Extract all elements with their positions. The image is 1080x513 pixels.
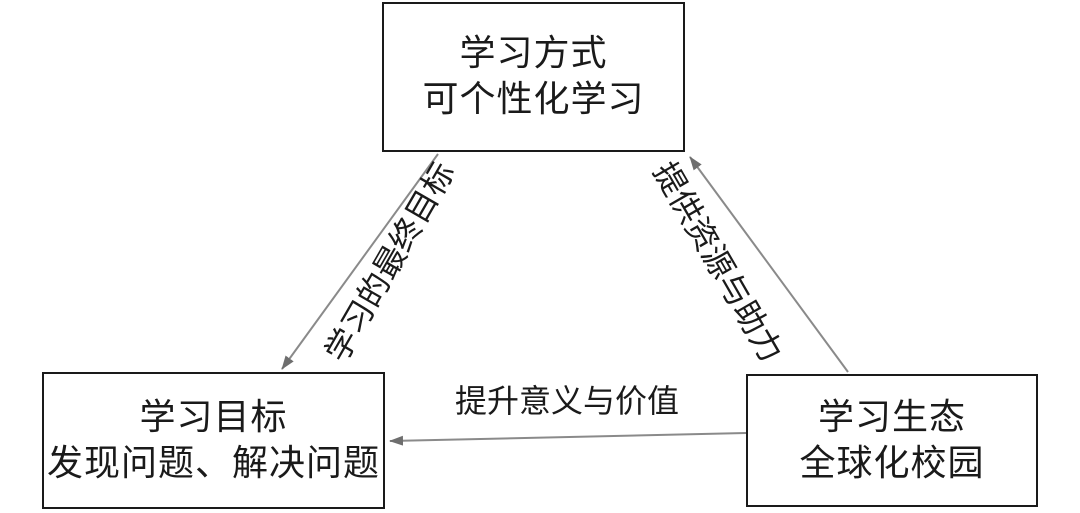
node-learning-method: 学习方式 可个性化学习 — [382, 2, 685, 152]
node-learning-ecosystem: 学习生态 全球化校园 — [746, 374, 1038, 507]
arrow-right-to-top — [689, 156, 849, 373]
node-learning-method-subtitle: 可个性化学习 — [422, 79, 645, 120]
arrow-top-to-left — [281, 153, 439, 370]
node-learning-ecosystem-title: 学习生态 — [817, 396, 966, 438]
edge-label-meaning-value: 提升意义与价值 — [455, 382, 680, 420]
node-learning-ecosystem-subtitle: 全球化校园 — [799, 442, 985, 484]
arrow-right-to-left — [389, 432, 747, 446]
node-learning-goal: 学习目标 发现问题、解决问题 — [42, 372, 385, 509]
node-learning-method-title: 学习方式 — [459, 33, 608, 74]
node-learning-goal-subtitle: 发现问题、解决问题 — [46, 442, 380, 484]
node-learning-goal-title: 学习目标 — [139, 396, 288, 438]
